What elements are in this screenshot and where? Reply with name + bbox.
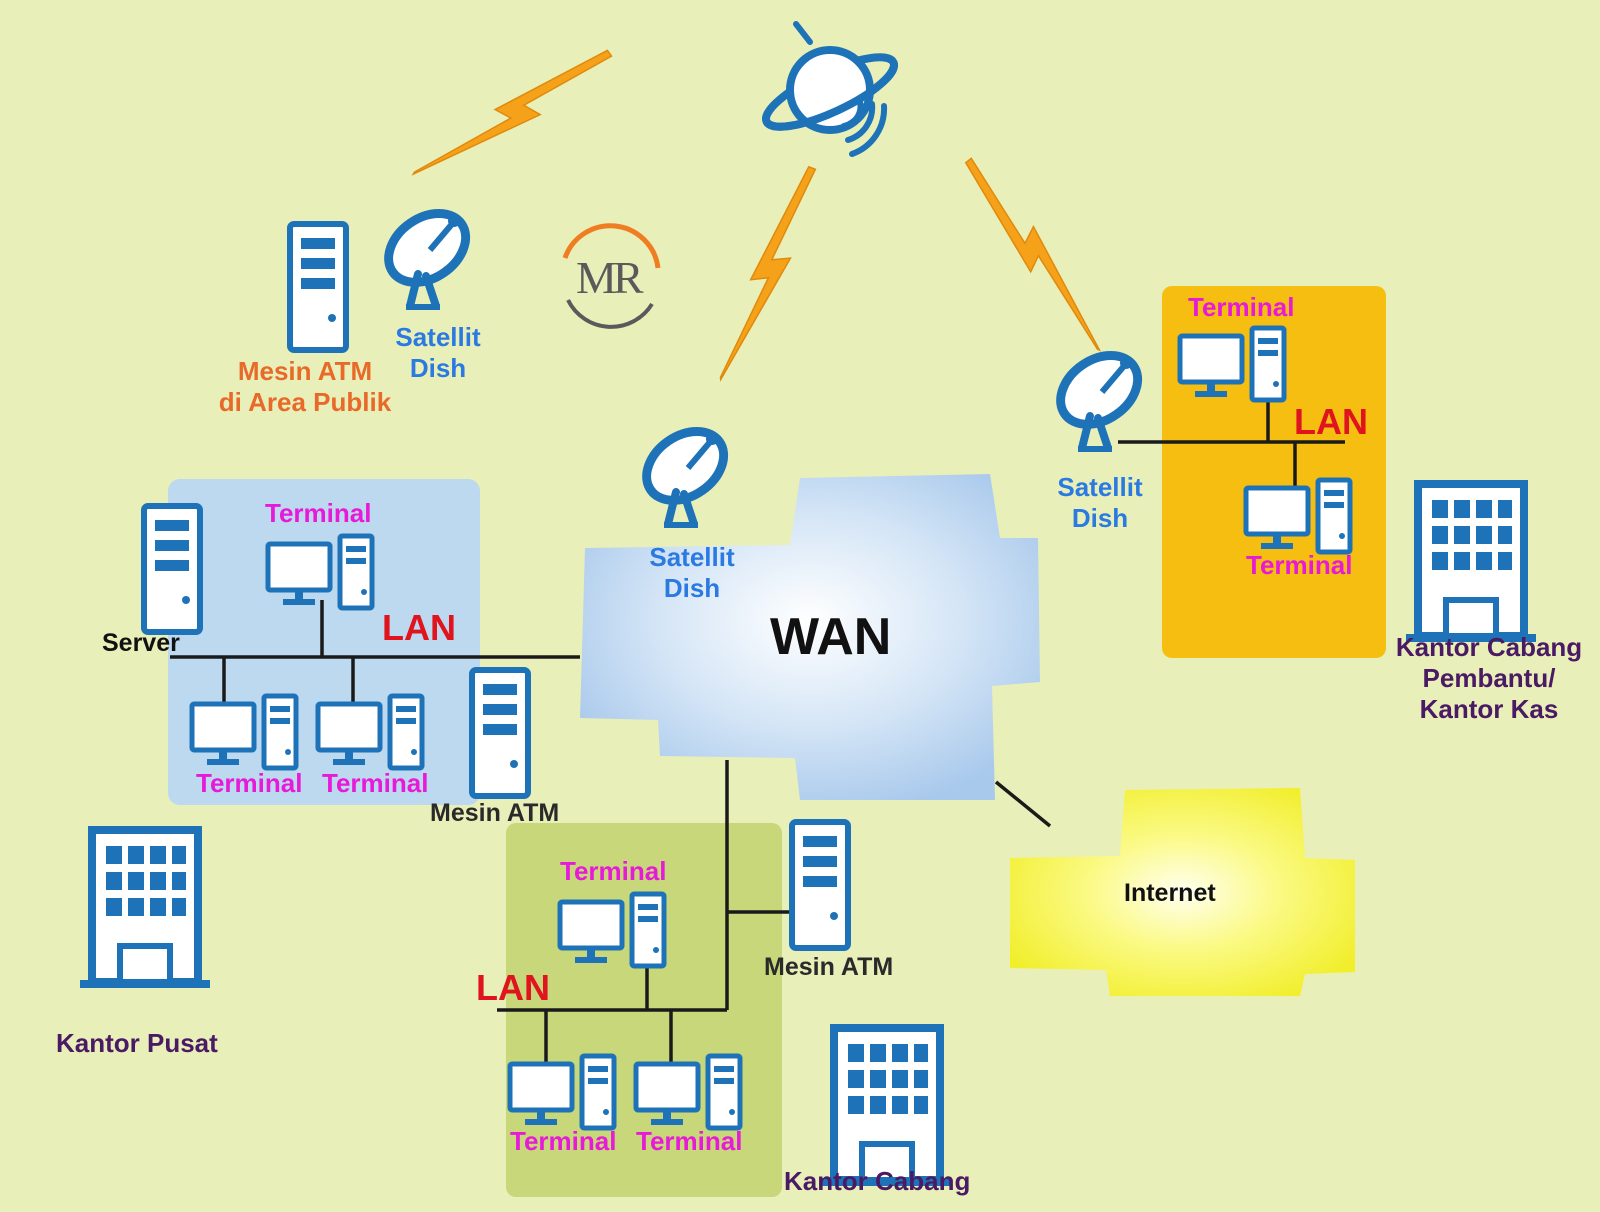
dish-label-line1: Satellit bbox=[1057, 472, 1143, 502]
kantor-kas-label-line2: Pembantu/ bbox=[1422, 663, 1556, 694]
sub-branch-terminal-top-label: Terminal bbox=[1188, 292, 1295, 322]
office-building-icon bbox=[1406, 484, 1536, 642]
atm-public-dish-label: Satellit Dish bbox=[378, 322, 498, 384]
dish-label-line2: Dish bbox=[409, 353, 467, 384]
branch-terminal-right-label: Terminal bbox=[636, 1126, 743, 1156]
kantor-cabang-label: Kantor Cabang bbox=[784, 1166, 971, 1196]
satellite-dish-icon bbox=[376, 199, 479, 307]
office-building-icon bbox=[822, 1028, 952, 1186]
kantor-kas-label: Kantor Cabang Pembantu/ Kantor Kas bbox=[1382, 632, 1596, 726]
sub-branch-lan-label: LAN bbox=[1294, 401, 1368, 442]
branch-terminal-left-label: Terminal bbox=[510, 1126, 617, 1156]
wan-label: WAN bbox=[770, 608, 892, 666]
server-icon bbox=[792, 822, 848, 948]
wan-cloud bbox=[580, 474, 1040, 800]
internet-label: Internet bbox=[1124, 879, 1216, 907]
kantor-kas-label-line1: Kantor Cabang bbox=[1395, 632, 1583, 662]
satellite-dish-icon bbox=[634, 417, 737, 525]
hq-terminal-right-label: Terminal bbox=[322, 768, 429, 798]
satellite-icon bbox=[761, 21, 899, 157]
office-building-icon bbox=[80, 830, 210, 988]
dish-label-line1: Satellit bbox=[649, 542, 735, 572]
hq-atm-label: Mesin ATM bbox=[430, 799, 560, 827]
server-icon bbox=[144, 506, 200, 632]
server-label: Server bbox=[102, 629, 180, 657]
satellite-dish-icon bbox=[1048, 341, 1151, 449]
atm-public-label: Mesin ATM di Area Publik bbox=[200, 356, 410, 418]
server-icon bbox=[472, 670, 528, 796]
lightning-bolt-icon bbox=[952, 153, 1120, 355]
dish-label-line1: Satellit bbox=[395, 322, 481, 352]
dish-label-line2: Dish bbox=[663, 573, 721, 604]
hq-lan-label: LAN bbox=[382, 607, 456, 648]
mr-logo-icon bbox=[562, 223, 661, 329]
dish-label-line2: Dish bbox=[1071, 503, 1129, 534]
lightning-bolt-icon bbox=[409, 36, 617, 195]
branch-terminal-top-label: Terminal bbox=[560, 856, 667, 886]
hq-terminal-left-label: Terminal bbox=[196, 768, 303, 798]
wan-dish-label: Satellit Dish bbox=[632, 542, 752, 604]
atm-public-label-line2: di Area Publik bbox=[218, 387, 392, 418]
kantor-kas-label-line3: Kantor Kas bbox=[1419, 694, 1559, 725]
network-links bbox=[170, 398, 1345, 1068]
branch-atm-label: Mesin ATM bbox=[764, 953, 894, 981]
sub-branch-dish-label: Satellit Dish bbox=[1040, 472, 1160, 534]
logo-text: MR bbox=[576, 252, 644, 303]
lightning-bolt-icon bbox=[714, 160, 823, 389]
internet-cloud bbox=[1010, 788, 1355, 996]
branch-lan-label: LAN bbox=[476, 967, 550, 1008]
atm-public-label-line1: Mesin ATM bbox=[237, 356, 373, 386]
server-icon bbox=[290, 224, 346, 350]
hq-terminal-top-label: Terminal bbox=[265, 498, 372, 528]
sub-branch-terminal-bottom-label: Terminal bbox=[1246, 550, 1353, 580]
kantor-pusat-label: Kantor Pusat bbox=[56, 1028, 218, 1058]
